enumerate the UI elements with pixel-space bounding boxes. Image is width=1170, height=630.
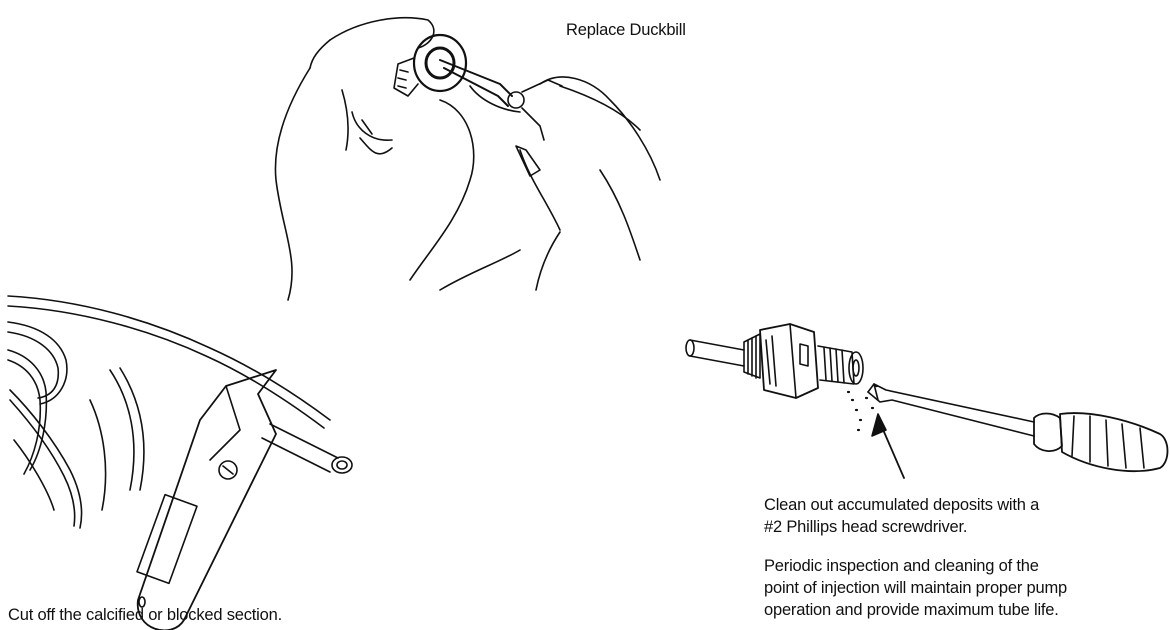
periodic-line1: Periodic inspection and cleaning of the (764, 555, 1164, 577)
fitting-screwdriver-illustration (686, 324, 1168, 478)
periodic-inspection-caption: Periodic inspection and cleaning of the … (764, 555, 1164, 621)
clean-out-line1: Clean out accumulated deposits with a (764, 494, 1164, 516)
clean-out-line2: #2 Phillips head screwdriver. (764, 516, 1164, 538)
cut-off-caption: Cut off the calcified or blocked section… (8, 604, 282, 626)
periodic-line2: point of injection will maintain proper … (764, 577, 1164, 599)
tube-knife-illustration (8, 296, 352, 630)
clean-out-caption: Clean out accumulated deposits with a #2… (764, 494, 1164, 538)
replace-duckbill-label: Replace Duckbill (566, 19, 686, 41)
periodic-line3: operation and provide maximum tube life. (764, 599, 1164, 621)
